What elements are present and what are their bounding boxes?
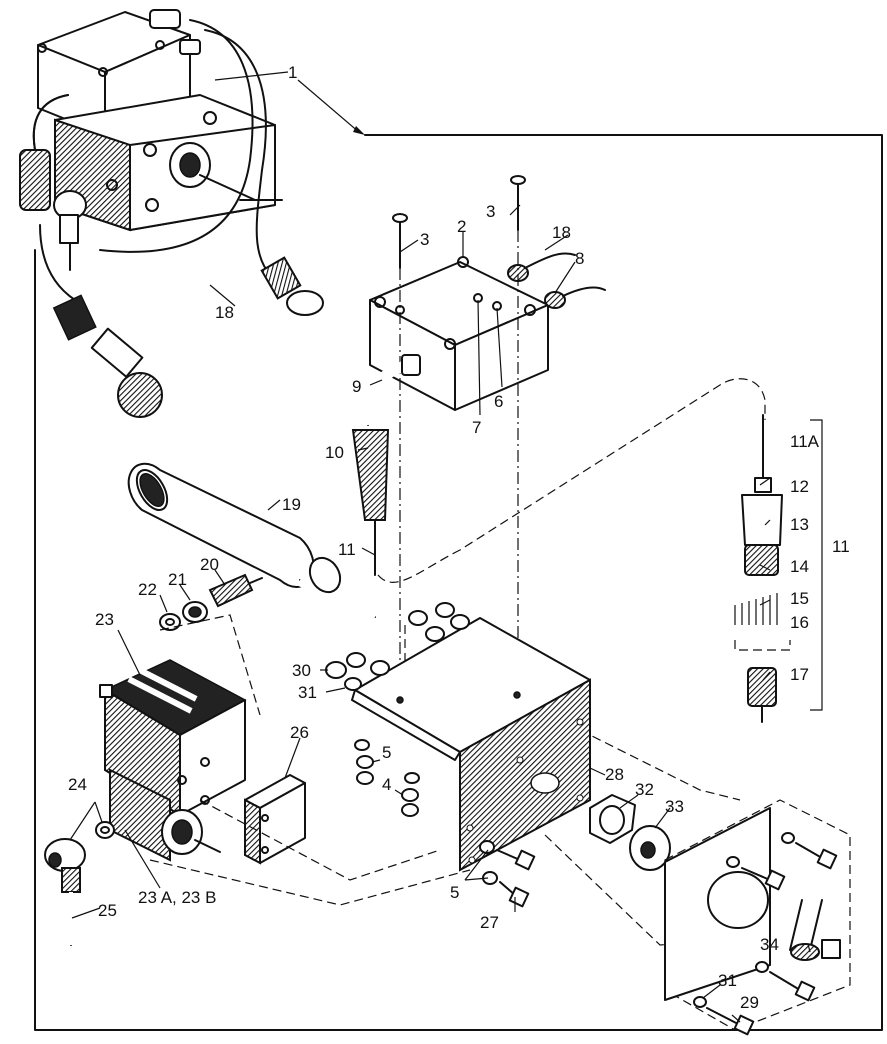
fitting-24-25 [44, 821, 115, 946]
callout-31-bottom: 31 [718, 971, 737, 990]
nut-32 [589, 794, 636, 844]
sensor-19 [127, 462, 378, 623]
elbow-conduit-9 [362, 354, 421, 426]
callout-23AB: 23 A, 23 B [138, 888, 216, 907]
callout-3-left: 3 [420, 230, 429, 249]
callout-20: 20 [200, 555, 219, 574]
callout-11-left: 11 [338, 540, 356, 559]
callout-8: 8 [575, 249, 584, 268]
callout-29: 29 [740, 993, 759, 1012]
screws-27 [479, 840, 536, 908]
callout-19: 19 [282, 495, 301, 514]
callout-5-top: 5 [382, 743, 391, 762]
callout-18-bottom: 18 [215, 303, 234, 322]
callout-27: 27 [480, 913, 499, 932]
callout-30: 30 [292, 661, 311, 680]
callout-26: 26 [290, 723, 309, 742]
callout-16: 16 [790, 613, 809, 632]
callout-34: 34 [760, 935, 779, 954]
callout-2: 2 [457, 217, 466, 236]
screw-3-right [510, 175, 526, 700]
callout-17: 17 [790, 665, 809, 684]
callout-6: 6 [494, 392, 503, 411]
callout-25: 25 [98, 901, 117, 920]
callout-21: 21 [168, 570, 187, 589]
callout-3-right: 3 [486, 202, 495, 221]
frame-border [34, 134, 883, 1031]
plug-20 [208, 573, 263, 608]
callout-28: 28 [605, 765, 624, 784]
nuts-washers-top [325, 602, 470, 691]
callout-22: 22 [138, 580, 157, 599]
assembled-unit-illustration [19, 9, 324, 418]
callout-14: 14 [790, 557, 809, 576]
callout-32: 32 [635, 780, 654, 799]
callout-10: 10 [325, 443, 344, 462]
screw-29 [693, 996, 755, 1036]
callout-4: 4 [382, 775, 391, 794]
cable-connector-10 [351, 378, 766, 583]
callout-24: 24 [68, 775, 87, 794]
ring-21 [182, 601, 208, 623]
callout-18-top: 18 [552, 223, 571, 242]
callout-labels: 1 2 3 3 18 8 18 9 7 6 10 11 11A 12 13 11… [68, 63, 850, 1012]
callout-15: 15 [790, 589, 809, 608]
bracket-28 [351, 617, 591, 872]
callout-33: 33 [665, 797, 684, 816]
callout-11-right: 11 [832, 537, 850, 556]
callout-11A: 11A [790, 432, 820, 451]
callout-9: 9 [352, 377, 361, 396]
callout-23: 23 [95, 610, 114, 629]
cover-box-2 [369, 252, 606, 411]
leader-lines [69, 71, 811, 1023]
callout-5-bottom: 5 [450, 883, 459, 902]
bushing-33 [629, 825, 671, 871]
callout-31-top: 31 [298, 683, 317, 702]
callout-13: 13 [790, 515, 809, 534]
cable-assembly-11 [734, 414, 823, 723]
washer-22 [159, 613, 181, 631]
callout-1: 1 [288, 63, 297, 82]
mounting-plate [664, 799, 851, 1031]
screw-3-left [392, 213, 408, 700]
motor-23 [99, 659, 247, 862]
callout-7: 7 [472, 418, 481, 437]
callout-12: 12 [790, 477, 809, 496]
plate-26 [244, 774, 306, 865]
